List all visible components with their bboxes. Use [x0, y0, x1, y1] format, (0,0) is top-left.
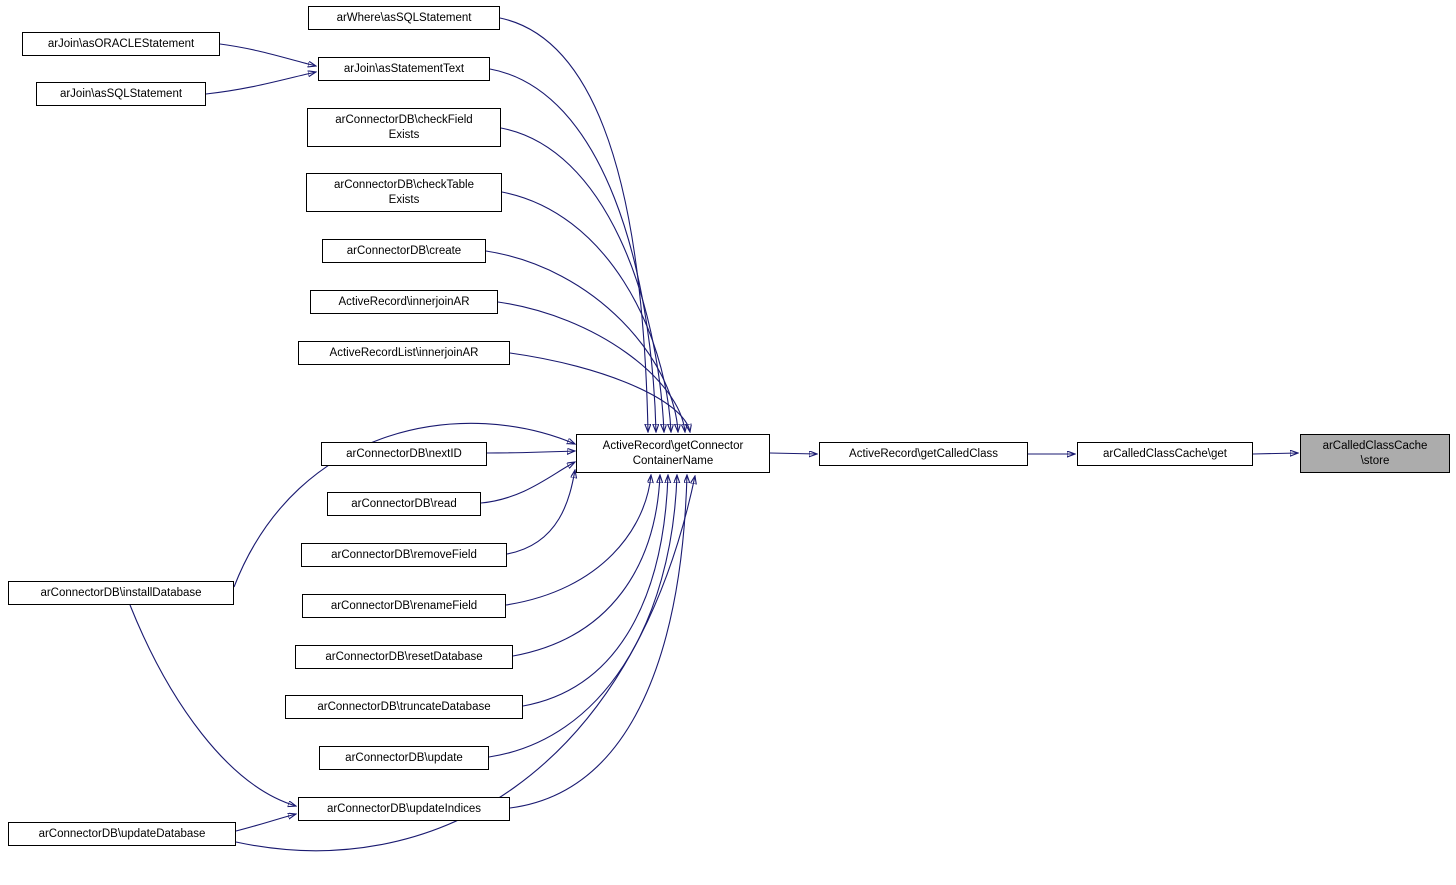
- edge-updatedatabase-to-getconnectorcontainername: [235, 476, 695, 852]
- node-arconnectordb-updateindices[interactable]: arConnectorDB\updateIndices: [298, 797, 510, 821]
- node-arjoin-asstatementtext[interactable]: arJoin\asStatementText: [318, 57, 490, 81]
- edge-asoraclestatement-to-asstatementtext: [219, 43, 316, 66]
- edge-installdatabase-to-getconnectorcontainername: [233, 422, 575, 588]
- node-arconnectordb-installdatabase[interactable]: arConnectorDB\installDatabase: [8, 581, 234, 605]
- edge-innerjoinar-to-getconnectorcontainername: [497, 301, 685, 432]
- edge-nextid-to-getconnectorcontainername: [486, 451, 575, 453]
- edge-updatedatabase-to-updateindices: [235, 814, 296, 832]
- node-arconnectordb-truncatedatabase[interactable]: arConnectorDB\truncateDatabase: [285, 695, 523, 719]
- edge-checkfieldexists-to-getconnectorcontainername: [500, 127, 664, 432]
- node-arconnectordb-checkfieldexists[interactable]: arConnectorDB\checkField Exists: [307, 108, 501, 147]
- node-arcalledclasscache-store: arCalledClassCache \store: [1300, 434, 1450, 473]
- edge-cacheget-to-cachestore: [1252, 453, 1298, 454]
- edge-getconnectorcontainername-to-getcalledclass: [769, 453, 817, 454]
- edge-read-to-getconnectorcontainername: [480, 462, 575, 504]
- node-arconnectordb-checktableexists[interactable]: arConnectorDB\checkTable Exists: [306, 173, 502, 212]
- node-arconnectordb-create[interactable]: arConnectorDB\create: [322, 239, 486, 263]
- edge-truncatedatabase-to-getconnectorcontainername: [522, 475, 668, 707]
- node-arjoin-assqlstatement[interactable]: arJoin\asSQLStatement: [36, 82, 206, 106]
- edge-assqlstatement-to-asstatementtext: [205, 72, 316, 95]
- node-arconnectordb-nextid[interactable]: arConnectorDB\nextID: [321, 442, 487, 466]
- edge-list-innerjoinar-to-getconnectorcontainername: [509, 352, 690, 432]
- node-arcalledclasscache-get[interactable]: arCalledClassCache\get: [1077, 442, 1253, 466]
- edge-resetdatabase-to-getconnectorcontainername: [512, 475, 660, 657]
- node-arjoin-asoraclestatement[interactable]: arJoin\asORACLEStatement: [22, 32, 220, 56]
- edge-removefield-to-getconnectorcontainername: [506, 470, 575, 555]
- edge-create-to-getconnectorcontainername: [485, 250, 678, 432]
- node-arconnectordb-updatedatabase[interactable]: arConnectorDB\updateDatabase: [8, 822, 236, 846]
- edge-renamefield-to-getconnectorcontainername: [505, 475, 651, 606]
- node-arconnectordb-removefield[interactable]: arConnectorDB\removeField: [301, 543, 507, 567]
- node-arwhere-assqlstatement[interactable]: arWhere\asSQLStatement: [308, 6, 500, 30]
- node-activerecordlist-innerjoinar[interactable]: ActiveRecordList\innerjoinAR: [298, 341, 510, 365]
- node-arconnectordb-update[interactable]: arConnectorDB\update: [319, 746, 489, 770]
- node-activerecord-getcalledclass[interactable]: ActiveRecord\getCalledClass: [819, 442, 1028, 466]
- node-activerecord-innerjoinar[interactable]: ActiveRecord\innerjoinAR: [310, 290, 498, 314]
- node-arconnectordb-resetdatabase[interactable]: arConnectorDB\resetDatabase: [295, 645, 513, 669]
- node-arconnectordb-renamefield[interactable]: arConnectorDB\renameField: [302, 594, 506, 618]
- edge-checktableexists-to-getconnectorcontainername: [501, 191, 671, 432]
- node-activerecord-getconnectorcontainername[interactable]: ActiveRecord\getConnector ContainerName: [576, 434, 770, 473]
- edge-asstatementtext-to-getconnectorcontainername: [489, 68, 656, 432]
- edge-installdatabase-to-updateindices: [129, 604, 296, 806]
- edge-updateindices-to-getconnectorcontainername: [509, 475, 687, 809]
- node-arconnectordb-read[interactable]: arConnectorDB\read: [327, 492, 481, 516]
- edge-arwhere-to-getconnectorcontainername: [499, 17, 648, 432]
